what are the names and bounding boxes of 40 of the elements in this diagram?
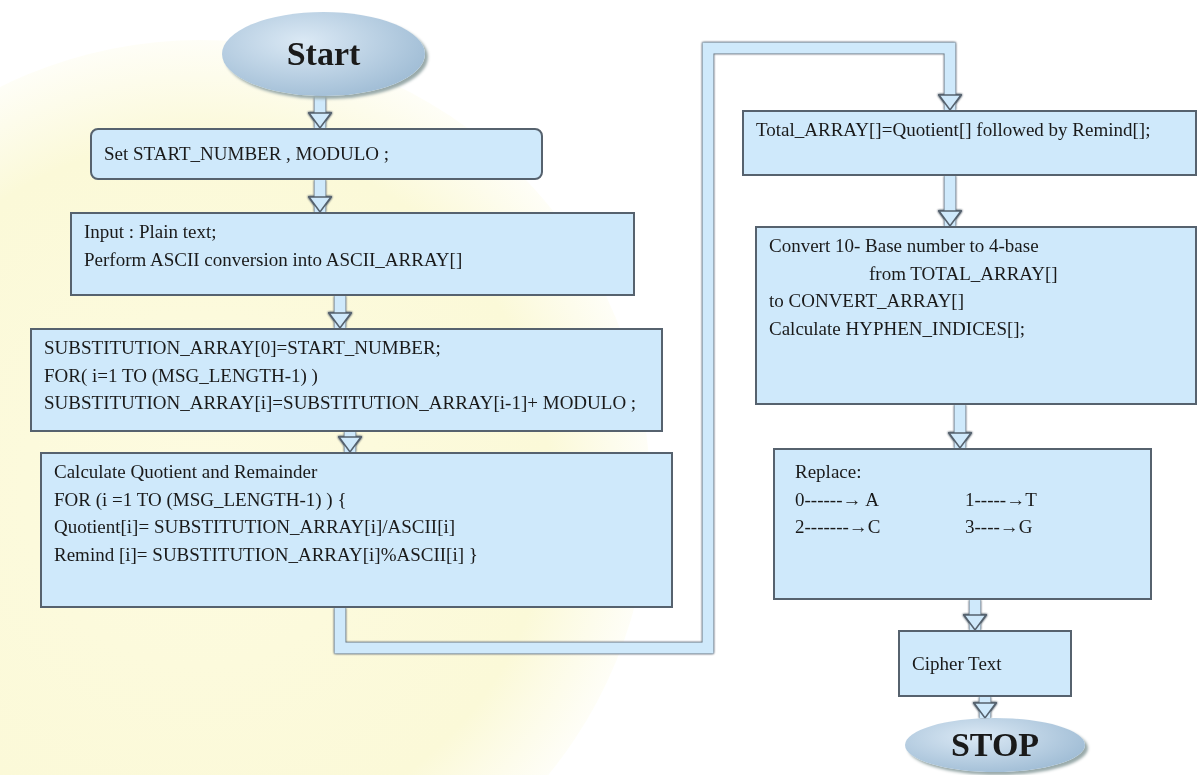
- node-text: Start: [286, 34, 361, 75]
- hollow-arrow: [308, 96, 332, 129]
- mapping-text: 3----→G: [965, 515, 1033, 540]
- process-box: [40, 452, 673, 608]
- node-text: FOR( i=1 TO (MSG_LENGTH-1) ): [44, 363, 318, 388]
- node-text: Convert 10- Base number to 4-base: [769, 234, 1039, 258]
- mapping-text: 1-----→T: [965, 487, 1037, 512]
- process-box: [742, 110, 1197, 176]
- node-text: Quotient[i]= SUBSTITUTION_ARRAY[i]/ASCII[i]: [54, 515, 456, 540]
- node-text: STOP: [950, 725, 1040, 766]
- mapping-text: 0------→ A: [795, 487, 879, 512]
- node-text: FOR (i =1 TO (MSG_LENGTH-1) ) {: [54, 487, 347, 512]
- process-box: [70, 212, 635, 296]
- hollow-arrow: [308, 180, 332, 213]
- node-text: SUBSTITUTION_ARRAY[0]=START_NUMBER;: [44, 336, 441, 360]
- node-text: Remind [i]= SUBSTITUTION_ARRAY[i]%ASCII[i] }: [54, 542, 478, 567]
- process-box: [898, 630, 1072, 697]
- process-box: [755, 226, 1197, 405]
- hollow-arrow: [328, 296, 352, 329]
- node-text: Replace:: [795, 460, 862, 484]
- hollow-arrow: [338, 432, 362, 453]
- hollow-arrow: [963, 600, 987, 631]
- node-text: Input : Plain text;: [84, 220, 217, 244]
- mapping-text: 2-------→C: [795, 515, 881, 540]
- node-text: Perform ASCII conversion into ASCII_ARRAY[]: [84, 247, 463, 272]
- node-text: from TOTAL_ARRAY[]: [869, 261, 1058, 286]
- node-text: Calculate Quotient and Remainder: [54, 460, 318, 484]
- process-box: [30, 328, 663, 432]
- node-text: Calculate HYPHEN_INDICES[];: [769, 316, 1025, 341]
- process-box: [90, 128, 543, 180]
- process-box: [773, 448, 1152, 600]
- hollow-arrow: [938, 176, 962, 227]
- node-text: SUBSTITUTION_ARRAY[i]=SUBSTITUTION_ARRAY[i-1]+ MODULO ;: [44, 391, 637, 416]
- node-text: Total_ARRAY[]=Quotient[] followed by Remind[];: [756, 118, 1151, 142]
- node-text: Cipher Text: [912, 651, 1002, 676]
- hollow-arrow: [948, 405, 972, 449]
- hollow-arrow: [973, 697, 997, 719]
- node-text: to CONVERT_ARRAY[]: [769, 289, 965, 314]
- hollow-arrow: [334, 42, 962, 654]
- node-text: Set START_NUMBER , MODULO ;: [104, 142, 389, 167]
